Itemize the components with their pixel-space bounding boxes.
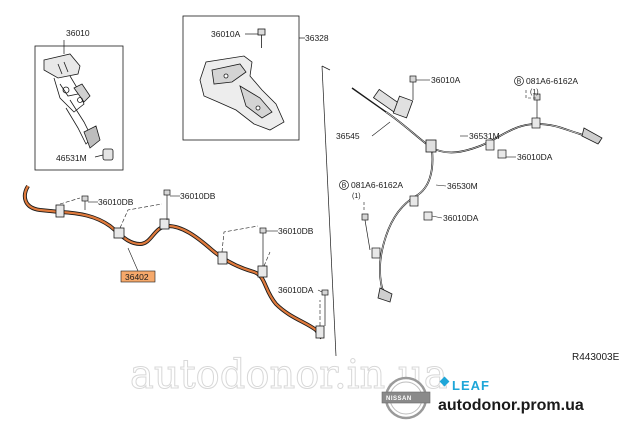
- nissan-logo-text: NISSAN: [386, 396, 412, 402]
- front-guide-lines: [59, 197, 321, 326]
- label-front-clip-3: 36010DB: [278, 226, 314, 236]
- rear-bolts: [361, 75, 541, 251]
- label-rear-bolt-circle-2-qty: (1): [352, 193, 361, 200]
- leaf-mark: [439, 376, 450, 387]
- label-rear-cable-left: 36530M: [447, 181, 478, 191]
- label-bracket-bolt: 36010A: [211, 29, 241, 39]
- label-pedal-part: 36010: [66, 28, 90, 38]
- front-cable: [22, 184, 324, 340]
- circle-mark-2: [339, 180, 349, 190]
- label-rear-bolt-circle-2: 081A6-6162A: [351, 180, 403, 190]
- rear-cable-clips: [371, 117, 541, 259]
- label-front-clip-1: 36010DB: [98, 197, 134, 207]
- pedal-box: [34, 45, 124, 171]
- brand-site: autodonor.prom.ua: [438, 397, 584, 414]
- label-front-end-clip: 36010DA: [278, 285, 314, 295]
- circle-mark-1: [514, 76, 524, 86]
- brand-block: NISSAN LEAF autodonor.prom.ua: [381, 376, 584, 420]
- bracket-box: [182, 15, 300, 141]
- pedal-clip-drawing: [102, 148, 114, 161]
- brand-model: LEAF: [452, 378, 490, 393]
- section-divider: [321, 65, 337, 357]
- nissan-logo: NISSAN: [381, 376, 431, 420]
- equalizer-drawing: [372, 88, 603, 303]
- pedal-drawing: [43, 53, 101, 149]
- rear-cable-left: [379, 149, 434, 299]
- circle-mark-2-letter: B: [342, 183, 347, 190]
- bracket-group: 36010A 36328: [182, 15, 329, 141]
- front-cable-group: 36010DB 36010DB 36010DB 36010DA 36402: [22, 184, 329, 340]
- label-rear-cable-right: 36531M: [469, 131, 500, 141]
- front-cable-bolts: [81, 189, 329, 326]
- label-front-clip-2: 36010DB: [180, 191, 216, 201]
- bolt-drawing: [257, 28, 266, 48]
- bracket-drawing: [199, 55, 285, 131]
- circle-mark-1-letter: B: [517, 79, 522, 86]
- front-cable-clips: [55, 204, 325, 339]
- reference-code: R443003E: [572, 352, 620, 363]
- label-rear-clip-left: 36010DA: [443, 213, 479, 223]
- label-front-cable: 36402: [125, 272, 149, 282]
- label-rear-bolt-circle-1-qty: (1): [530, 89, 539, 96]
- rear-cable-group: 36010A B 081A6-6162A (1) 36545 36531M 36…: [336, 75, 603, 303]
- label-rear-bolt-top: 36010A: [431, 75, 461, 85]
- label-rear-bolt-circle-1: 081A6-6162A: [526, 76, 578, 86]
- label-equalizer: 36545: [336, 131, 360, 141]
- label-rear-clip-right: 36010DA: [517, 152, 553, 162]
- pedal-assembly-group: 36010 46531M: [34, 28, 124, 171]
- label-pedal-clip: 46531M: [56, 153, 87, 163]
- label-bracket-part: 36328: [305, 33, 329, 43]
